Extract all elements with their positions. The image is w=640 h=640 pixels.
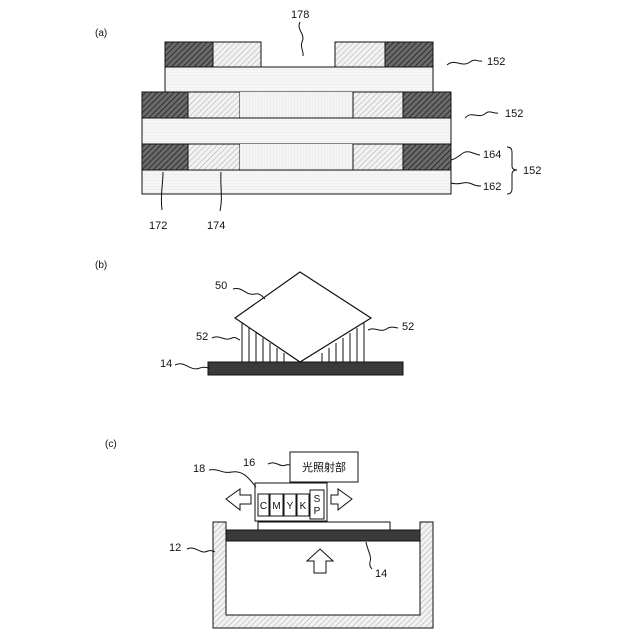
panel-b-tag: (b) [95,260,107,271]
label-52-right: 52 [402,321,414,333]
bot-dark-left [142,144,188,170]
bot-base [142,170,451,194]
label-152-brace: 152 [523,165,541,177]
head-p-label: P [314,506,321,517]
middle-layer [142,92,451,144]
panel-a: (a) [95,9,541,232]
bot-light-right [353,144,403,170]
panel-c: (c) 光照射部 16 C M Y K S P 18 [105,439,433,628]
leader-152-mid [465,112,498,118]
leader-152-top [447,60,482,65]
bot-gap [240,144,353,170]
leader-52-left [212,337,240,340]
leader-52-right [368,327,398,330]
arrow-left [226,489,251,510]
top-layer [165,42,433,92]
panel-a-tag: (a) [95,28,107,39]
label-162: 162 [483,181,501,193]
diamond-object [235,272,371,362]
mid-light-right [353,92,403,118]
panel-c-tag: (c) [105,439,117,450]
head-k-label: K [300,501,307,512]
label-172: 172 [149,220,167,232]
top-light-left [213,42,261,67]
bot-light-left [188,144,240,170]
label-52-left: 52 [196,331,208,343]
label-18: 18 [193,463,205,475]
label-14-b: 14 [160,358,172,370]
leader-50 [233,288,265,299]
panel-b: (b) 50 52 52 14 [95,260,414,375]
mid-dark-right [403,92,451,118]
leader-16 [268,463,290,466]
label-12: 12 [169,542,181,554]
mid-gap [240,92,353,118]
label-152-top: 152 [487,56,505,68]
bot-dark-right [403,144,451,170]
head-c-label: C [260,501,267,512]
label-16: 16 [243,457,255,469]
base-plate [208,362,403,375]
head-s-label: S [314,494,321,505]
label-50: 50 [215,280,227,292]
leader-18 [209,470,256,487]
label-178: 178 [291,9,309,21]
label-152-mid: 152 [505,108,523,120]
mid-light-left [188,92,240,118]
base-plate-c [226,530,420,541]
brace-152 [507,147,517,194]
leader-164 [451,152,480,160]
top-light-right [335,42,385,67]
label-164: 164 [483,149,501,161]
leader-12 [187,548,215,552]
label-174: 174 [207,220,225,232]
mid-dark-left [142,92,188,118]
top-base [165,67,433,92]
arrow-right [331,489,352,510]
bottom-layer [142,144,451,194]
leader-14-b [175,364,210,369]
top-dark-left [165,42,213,67]
top-dark-right [385,42,433,67]
head-y-label: Y [287,501,294,512]
label-14-c: 14 [375,568,387,580]
mid-base [142,118,451,144]
light-irradiation-label: 光照射部 [302,460,346,474]
head-m-label: M [272,501,280,512]
leader-162 [451,183,481,186]
print-medium [258,522,390,530]
leader-178 [299,22,303,56]
